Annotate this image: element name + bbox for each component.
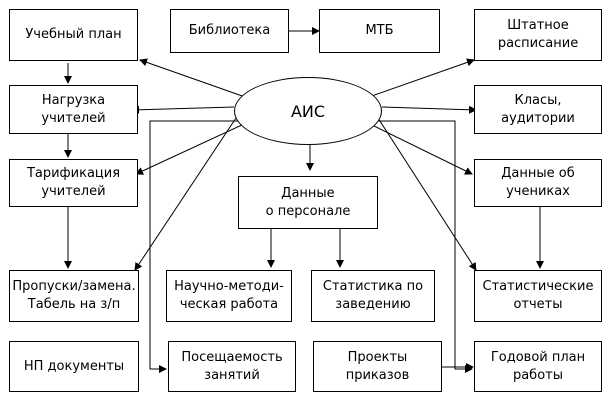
node-nagruzka-uchiteley: Нагрузка учителей <box>9 85 138 134</box>
node-propuski-zamena: Пропуски/замена. Табель на з/п <box>9 270 139 322</box>
node-biblioteka: Библиотека <box>170 9 289 53</box>
node-poseshaemost-zanyatiy: Посещаемость занятий <box>168 341 296 392</box>
arrow-bracket-to-poseshaemost <box>149 120 238 373</box>
node-klasy-auditorii: Класы, аудитории <box>474 85 602 134</box>
node-shtatnoe-raspisanie: Штатное расписание <box>474 9 602 61</box>
node-uchebny-plan: Учебный план <box>9 9 138 61</box>
node-dannye-ob-uchenikah: Данные об учениках <box>474 159 602 207</box>
ais-center-node: АИС <box>234 77 382 145</box>
arrow-bracket-to-godovoy-plan <box>378 120 473 373</box>
node-mtb: МТБ <box>319 9 440 53</box>
node-statistika-po-zavedeniyu: Статистика по заведению <box>311 270 435 322</box>
node-tarifikaciya-uchiteley: Тарификация учителей <box>9 159 138 207</box>
arrow-ais-to-propuski <box>134 117 237 271</box>
arrow-ais-to-shtatnoe <box>365 58 475 99</box>
arrow-ais-to-biblioteka <box>139 58 249 99</box>
node-godovoy-plan-raboty: Годовой план работы <box>474 341 602 392</box>
arrow-ais-to-tarifikaciya <box>135 123 245 175</box>
node-statisticheskie-otchety: Статистические отчеты <box>474 270 602 322</box>
node-np-dokumenty: НП документы <box>9 341 139 392</box>
node-dannye-o-personale: Данные о персонале <box>238 176 378 229</box>
node-nauchno-metodicheskaya: Научно-методи- ческая работа <box>166 270 292 322</box>
arrow-ais-to-stat-otchety <box>377 117 477 271</box>
arrow-ais-to-nagruzka <box>131 105 235 114</box>
arrow-ais-to-klasy <box>381 105 477 114</box>
arrow-ais-to-uchenikah <box>369 123 473 175</box>
node-proekty-prikazov: Проекты приказов <box>313 341 442 392</box>
